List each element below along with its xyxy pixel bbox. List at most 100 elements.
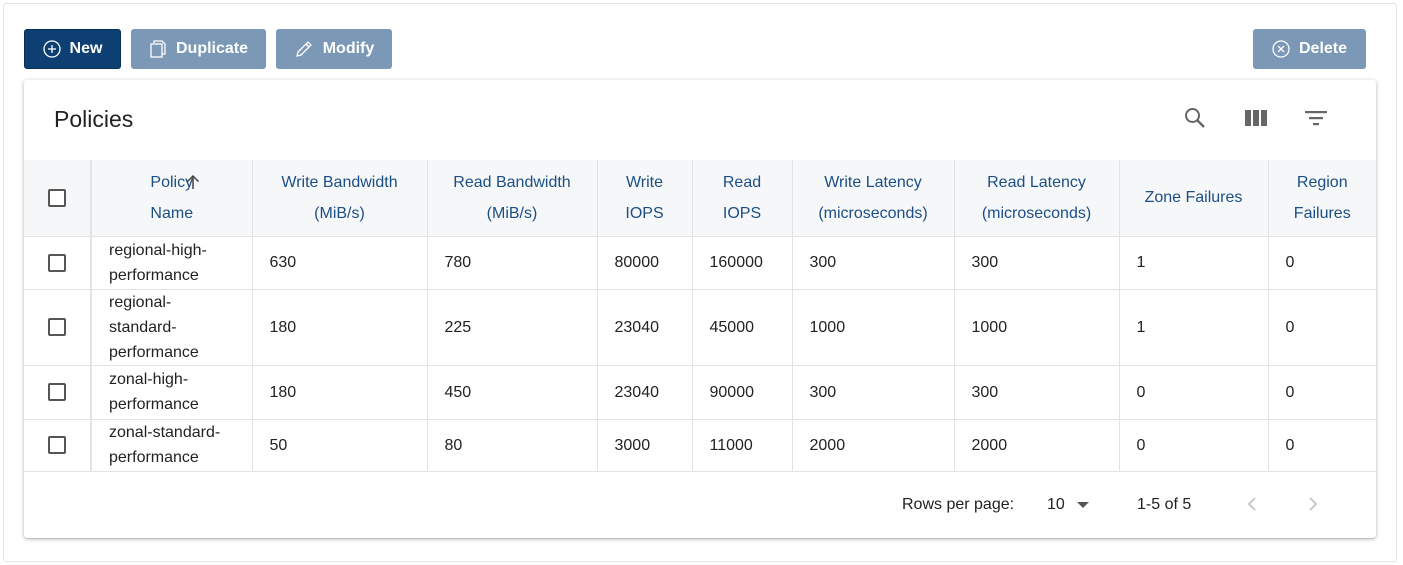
- filter-button[interactable]: [1303, 107, 1329, 133]
- policy-name-cell: zonal-high-performance: [91, 364, 253, 419]
- header-label-line: Zone Failures: [1144, 189, 1243, 207]
- header-label-line: (microseconds): [981, 204, 1092, 222]
- write-latency-cell: 300: [792, 364, 955, 419]
- row-select-cell: [24, 235, 92, 289]
- read-bandwidth-cell: 80: [427, 418, 598, 472]
- write-iops-cell: 23040: [597, 288, 693, 365]
- table-row[interactable]: regional-high-performance 630 780 80000 …: [24, 235, 1376, 289]
- row-checkbox[interactable]: [48, 436, 66, 455]
- write-bandwidth-cell: 180: [252, 364, 428, 419]
- rows-per-page-value: 10: [1047, 496, 1065, 513]
- read-iops-cell: 45000: [692, 288, 793, 365]
- row-select-cell: [24, 288, 92, 365]
- header-label-line: IOPS: [625, 204, 664, 222]
- write-iops-cell: 80000: [597, 235, 693, 289]
- table-pagination: Rows per page: 10 1-5 of 5: [24, 485, 1376, 525]
- header-label-line: Write Bandwidth: [281, 173, 398, 191]
- table-row[interactable]: zonal-standard-performance 50 80 3000 11…: [24, 418, 1376, 472]
- policy-name-cell: regional-standard-performance: [91, 288, 253, 365]
- write-latency-cell: 300: [792, 235, 955, 289]
- column-header-write-latency[interactable]: Write Latency (microseconds): [792, 160, 955, 236]
- column-header-zone-failures[interactable]: Zone Failures: [1119, 160, 1269, 236]
- column-header-read-bandwidth[interactable]: Read Bandwidth (MiB/s): [427, 160, 598, 236]
- view-columns-button[interactable]: [1243, 107, 1269, 133]
- header-label-line: (MiB/s): [314, 204, 365, 222]
- pagination-range: 1-5 of 5: [1137, 496, 1192, 513]
- header-label-line: Region: [1296, 173, 1348, 191]
- write-latency-cell: 2000: [792, 418, 955, 472]
- new-button-label: New: [69, 40, 103, 57]
- duplicate-button[interactable]: Duplicate: [131, 29, 266, 69]
- table-row[interactable]: zonal-high-performance 180 450 23040 900…: [24, 364, 1376, 419]
- row-checkbox[interactable]: [48, 318, 66, 337]
- zone-failures-cell: 0: [1119, 418, 1269, 472]
- header-label-line: Policy: [150, 173, 194, 191]
- region-failures-cell: 0: [1268, 418, 1376, 472]
- read-iops-cell: 11000: [692, 418, 793, 472]
- plus-circle-icon: [42, 40, 61, 58]
- write-latency-cell: 1000: [792, 288, 955, 365]
- column-header-read-iops[interactable]: Read IOPS: [692, 160, 793, 236]
- copy-icon: [149, 39, 167, 59]
- modify-button-label: Modify: [322, 40, 375, 57]
- header-label-line: (MiB/s): [486, 204, 538, 222]
- header-label-line: IOPS: [722, 204, 762, 222]
- read-iops-cell: 90000: [692, 364, 793, 419]
- read-iops-cell: 160000: [692, 235, 793, 289]
- row-select-cell: [24, 418, 92, 472]
- policy-name-line: regional-high-: [109, 241, 207, 259]
- select-all-checkbox[interactable]: [48, 189, 66, 208]
- chevron-left-icon: [1246, 495, 1258, 518]
- read-bandwidth-cell: 225: [427, 288, 598, 365]
- region-failures-cell: 0: [1268, 235, 1376, 289]
- read-bandwidth-cell: 780: [427, 235, 598, 289]
- header-label-line: Read Latency: [987, 173, 1086, 191]
- chevron-right-icon: [1307, 495, 1319, 518]
- column-header-write-iops[interactable]: Write IOPS: [597, 160, 693, 236]
- write-iops-cell: 23040: [597, 364, 693, 419]
- modify-button[interactable]: Modify: [276, 29, 392, 69]
- policy-name-line: performance: [109, 449, 199, 466]
- previous-page-button[interactable]: [1242, 495, 1262, 517]
- column-header-write-bandwidth[interactable]: Write Bandwidth (MiB/s): [252, 160, 428, 236]
- read-latency-cell: 2000: [954, 418, 1120, 472]
- region-failures-cell: 0: [1268, 364, 1376, 419]
- header-label-line: Write: [625, 173, 664, 191]
- row-checkbox[interactable]: [48, 383, 66, 402]
- delete-button-label: Delete: [1298, 40, 1348, 57]
- header-label-line: Write Latency: [824, 173, 922, 191]
- write-bandwidth-cell: 180: [252, 288, 428, 365]
- policy-name-line: standard-: [109, 318, 177, 336]
- policy-name-line: zonal-standard-: [109, 424, 221, 441]
- policy-name-line: regional-: [109, 293, 172, 311]
- search-icon: [1183, 106, 1207, 135]
- new-button[interactable]: New: [24, 29, 121, 69]
- next-page-button[interactable]: [1303, 495, 1323, 517]
- zone-failures-cell: 1: [1119, 235, 1269, 289]
- policies-card: Policies Policy Na: [24, 80, 1376, 538]
- region-failures-cell: 0: [1268, 288, 1376, 365]
- delete-button[interactable]: Delete: [1253, 29, 1366, 69]
- select-all-cell: [24, 160, 92, 236]
- row-checkbox[interactable]: [48, 253, 66, 272]
- header-label-line: Name: [150, 204, 194, 222]
- policy-name-cell: regional-high-performance: [91, 235, 253, 289]
- filter-icon: [1304, 108, 1328, 133]
- row-select-cell: [24, 364, 92, 419]
- rows-per-page-label: Rows per page:: [902, 496, 1015, 513]
- duplicate-button-label: Duplicate: [175, 40, 248, 57]
- column-header-policy-name[interactable]: Policy Name: [91, 160, 253, 236]
- search-button[interactable]: [1182, 107, 1208, 133]
- header-label-line: (microseconds): [818, 204, 928, 222]
- table-row[interactable]: regional-standard-performance 180 225 23…: [24, 288, 1376, 365]
- read-latency-cell: 300: [954, 364, 1120, 419]
- column-header-read-latency[interactable]: Read Latency (microseconds): [954, 160, 1120, 236]
- policy-name-line: performance: [109, 266, 199, 284]
- read-bandwidth-cell: 450: [427, 364, 598, 419]
- column-header-region-failures[interactable]: Region Failures: [1268, 160, 1376, 236]
- table-title: Policies: [54, 106, 134, 132]
- read-latency-cell: 300: [954, 235, 1120, 289]
- close-circle-icon: [1272, 40, 1290, 58]
- rows-per-page-select[interactable]: 10: [1047, 496, 1089, 514]
- view-columns-icon: [1244, 108, 1268, 133]
